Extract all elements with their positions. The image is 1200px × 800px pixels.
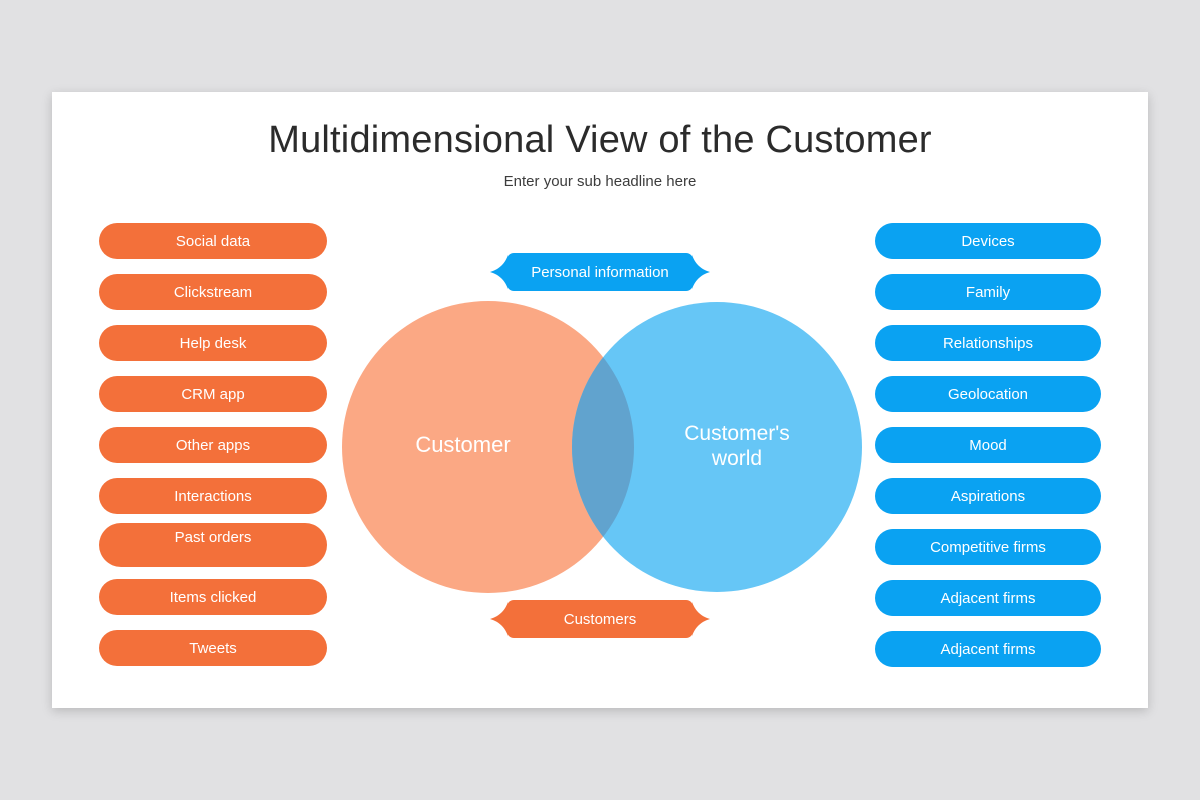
ribbon-arrow-shape [490, 253, 710, 291]
ribbon-arrow-shape [490, 600, 710, 638]
pill-label: Social data [175, 232, 251, 250]
venn-right-label: Customer's world [684, 422, 790, 470]
pill-label: Geolocation [947, 385, 1029, 403]
pill-label: Clickstream [173, 283, 253, 301]
pill-interactions: Interactions [99, 478, 327, 514]
banner-label: Personal information [531, 263, 669, 281]
pill-past-orders: Past orders [99, 523, 327, 567]
pill-label: Past orders [174, 529, 252, 546]
venn-left-circle [342, 301, 634, 593]
right-point-icon [692, 255, 710, 289]
pill-label: Competitive firms [930, 538, 1046, 556]
pill-label: Items clicked [169, 588, 257, 606]
pill-adjacent-firms-1: Adjacent firms [875, 580, 1101, 616]
pill-clickstream: Clickstream [99, 274, 327, 310]
pill-mood: Mood [875, 427, 1101, 463]
pill-relationships: Relationships [875, 325, 1101, 361]
pill-family: Family [875, 274, 1101, 310]
pill-devices: Devices [875, 223, 1101, 259]
pill-label: Relationships [942, 334, 1034, 352]
left-point-icon [490, 602, 508, 636]
pill-label: Mood [969, 436, 1007, 454]
pill-tweets: Tweets [99, 630, 327, 666]
venn-diagram [342, 301, 862, 593]
pill-social-data: Social data [99, 223, 327, 259]
pill-geolocation: Geolocation [875, 376, 1101, 412]
pill-competitive-firms: Competitive firms [875, 529, 1101, 565]
pill-label: Other apps [175, 436, 251, 454]
venn-left-label: Customer [415, 432, 511, 457]
pill-label: Devices [961, 232, 1015, 250]
page-subtitle: Enter your sub headline here [503, 173, 697, 190]
left-pill-column: Social data Clickstream Help desk CRM ap… [99, 223, 327, 681]
pill-help-desk: Help desk [99, 325, 327, 361]
pill-aspirations: Aspirations [875, 478, 1101, 514]
pill-label: Tweets [189, 639, 237, 657]
pill-label: Adjacent firms [940, 589, 1036, 607]
page-title: Multidimensional View of the Customer [268, 119, 932, 161]
banner-label: Customers [563, 610, 637, 628]
pill-label: Interactions [174, 487, 252, 505]
pill-items-clicked: Items clicked [99, 579, 327, 615]
right-pill-column: Devices Family Relationships Geolocation… [875, 223, 1101, 682]
venn-right-circle [572, 302, 862, 592]
pill-label: Adjacent firms [940, 640, 1036, 658]
pill-label: Family [965, 283, 1011, 301]
pill-label: Help desk [179, 334, 247, 352]
pill-label: CRM app [181, 385, 245, 403]
pill-adjacent-firms-2: Adjacent firms [875, 631, 1101, 667]
left-point-icon [490, 255, 508, 289]
pill-label: Aspirations [950, 487, 1026, 505]
banner-customers: Customers [490, 600, 710, 638]
right-point-icon [692, 602, 710, 636]
pill-crm-app: CRM app [99, 376, 327, 412]
pill-other-apps: Other apps [99, 427, 327, 463]
banner-personal-information: Personal information [490, 253, 710, 291]
